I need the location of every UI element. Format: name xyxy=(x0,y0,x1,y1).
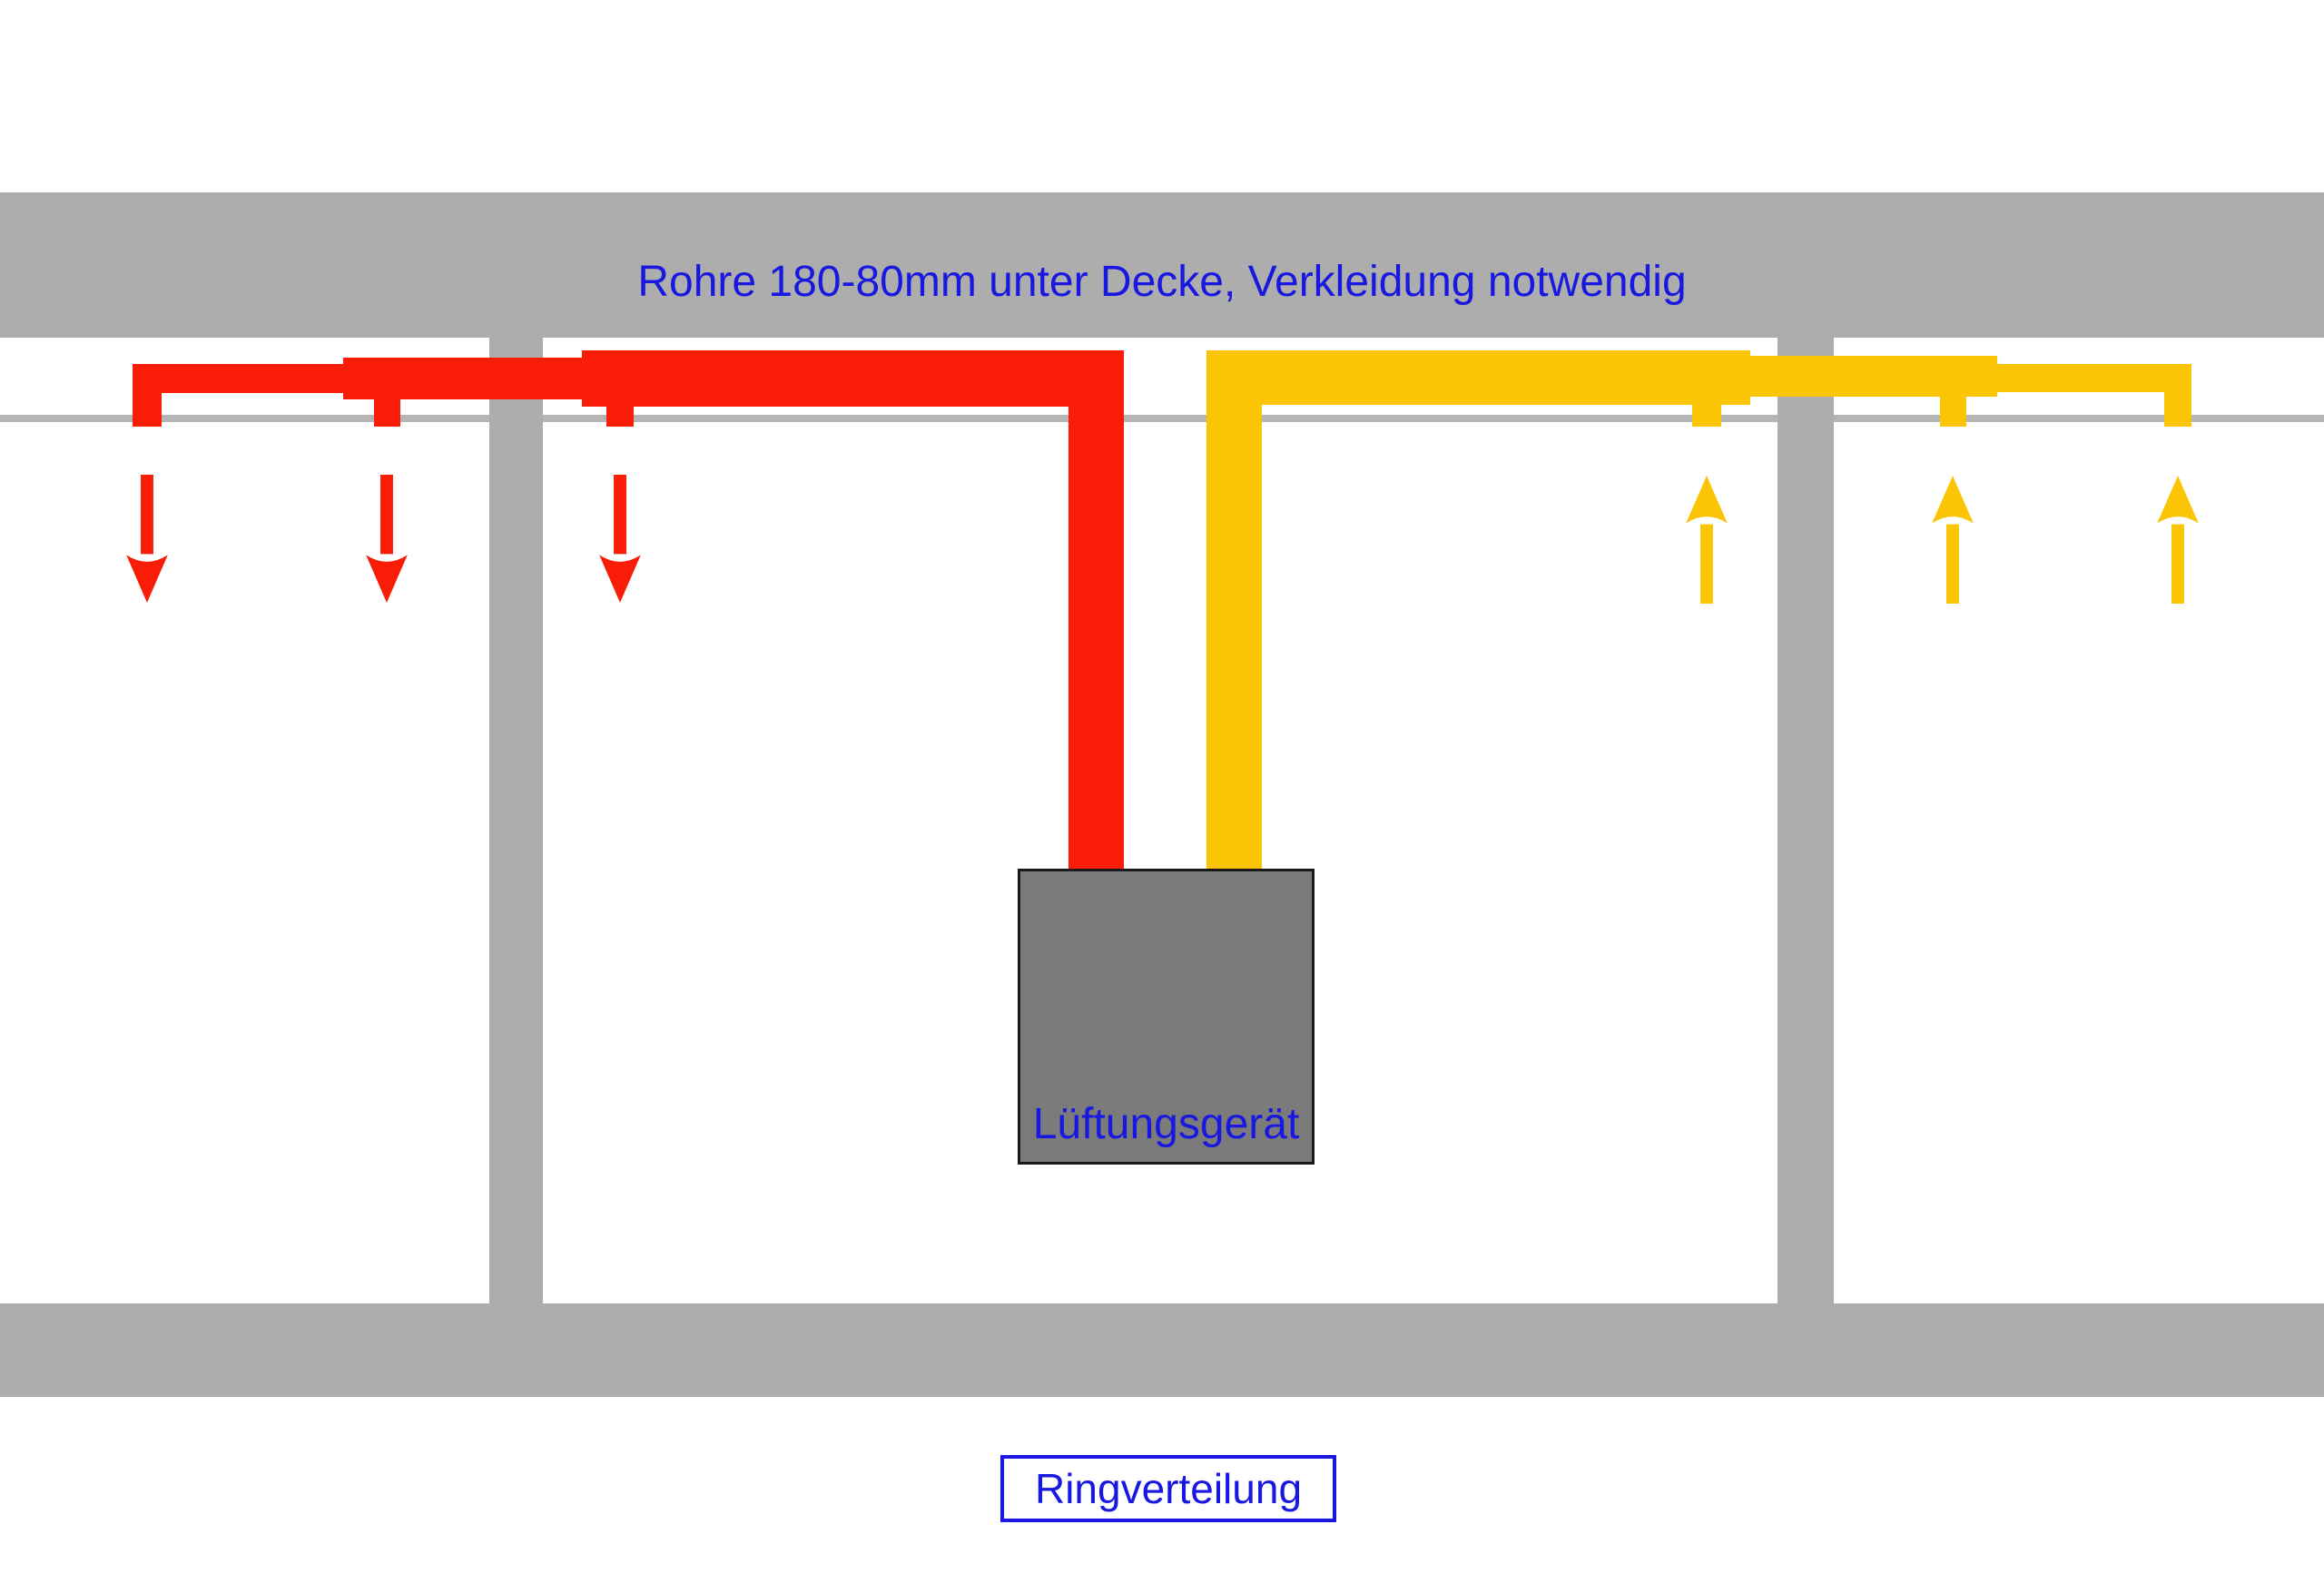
yellow-duct-inlet-stub-2 xyxy=(1940,397,1966,427)
red-airflow-down-arrow-icon xyxy=(366,475,408,604)
yellow-duct-medium-segment xyxy=(1750,356,1997,397)
yellow-duct-inlet-stub-1 xyxy=(1692,405,1721,427)
red-airflow-down-arrow-icon xyxy=(126,475,168,604)
red-airflow-down-arrow-icon xyxy=(599,475,641,604)
yellow-duct-riser-to-unit xyxy=(1206,350,1262,869)
wall-left xyxy=(489,338,543,1303)
wall-right xyxy=(1777,338,1834,1303)
ring-distribution-label: Ringverteilung xyxy=(1034,1465,1303,1512)
ceiling-note-text: Rohre 180-80mm unter Decke, Verkleidung … xyxy=(637,258,1687,306)
yellow-duct-thin-segment xyxy=(1997,364,2191,392)
yellow-duct-inlet-stub-3 xyxy=(2164,392,2191,427)
red-duct-riser-to-unit xyxy=(1068,350,1124,869)
red-duct-thin-segment xyxy=(133,364,343,393)
ventilation-unit-label: Lüftungsgerät xyxy=(1032,1100,1300,1149)
red-duct-outlet-stub-3 xyxy=(606,407,634,427)
red-duct-thick-segment xyxy=(582,350,1124,407)
floor-slab xyxy=(0,1303,2324,1397)
red-duct-outlet-stub-1 xyxy=(133,393,162,427)
yellow-airflow-up-arrow-icon xyxy=(2157,475,2199,604)
red-duct-outlet-stub-2 xyxy=(374,399,400,427)
yellow-airflow-up-arrow-icon xyxy=(1932,475,1974,604)
ring-distribution-box: Ringverteilung xyxy=(1000,1455,1336,1522)
yellow-airflow-up-arrow-icon xyxy=(1686,475,1728,604)
red-duct-medium-segment xyxy=(343,358,582,399)
ceiling-slab xyxy=(0,192,2324,338)
yellow-duct-thick-segment xyxy=(1206,350,1750,405)
ventilation-unit-box: Lüftungsgerät xyxy=(1018,869,1315,1165)
suspended-ceiling-line xyxy=(0,415,2324,422)
